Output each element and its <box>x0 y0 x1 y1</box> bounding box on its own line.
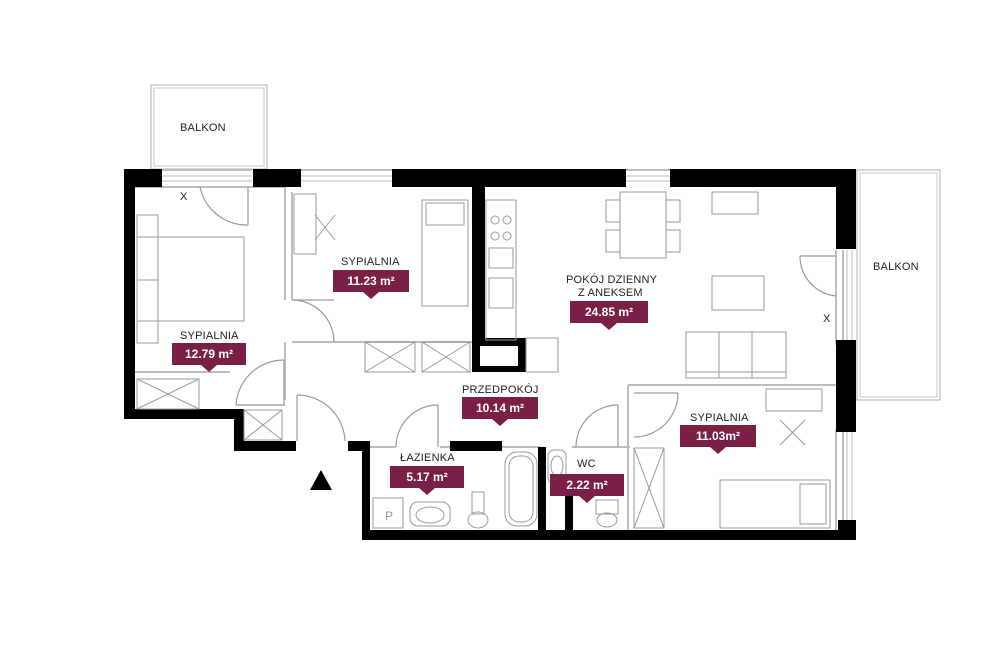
entrance-triangle-icon <box>310 470 332 490</box>
doors <box>199 186 837 448</box>
room-name-bedroom-east: SYPIALNIA <box>690 412 749 424</box>
balcony-east <box>856 169 941 401</box>
area-tag-living: 24.85 m² <box>570 301 648 330</box>
window-mark-east: X <box>823 313 831 325</box>
balcony-north-label: BALKON <box>180 122 226 134</box>
furniture: P <box>136 191 831 529</box>
room-name-living-line2: Z ANEKSEM <box>578 287 643 299</box>
exterior-walls <box>124 169 856 540</box>
area-tag-hall: 10.14 m² <box>462 397 538 426</box>
area-tag-bathroom: 5.17 m² <box>390 466 464 495</box>
room-name-wc: WC <box>577 458 596 470</box>
room-name-hall: PRZEDPOKÓJ <box>462 384 539 396</box>
area-tag-wc: 2.22 m² <box>550 474 624 503</box>
svg-text:P: P <box>385 509 393 523</box>
balcony-east-label: BALKON <box>873 261 919 273</box>
windows <box>160 175 853 520</box>
room-name-living-line1: POKÓJ DZIENNY <box>566 274 658 286</box>
area-tag-bedroom-north: 11.23 m² <box>333 270 409 299</box>
area-tag-bedroom-east: 11.03m² <box>680 425 756 454</box>
room-name-bathroom: ŁAZIENKA <box>400 452 455 464</box>
room-name-bedroom-north: SYPIALNIA <box>341 256 400 268</box>
window-mark-west: X <box>180 191 188 203</box>
area-tag-bedroom-west: 12.79 m² <box>172 343 246 372</box>
room-name-bedroom-west: SYPIALNIA <box>180 330 239 342</box>
